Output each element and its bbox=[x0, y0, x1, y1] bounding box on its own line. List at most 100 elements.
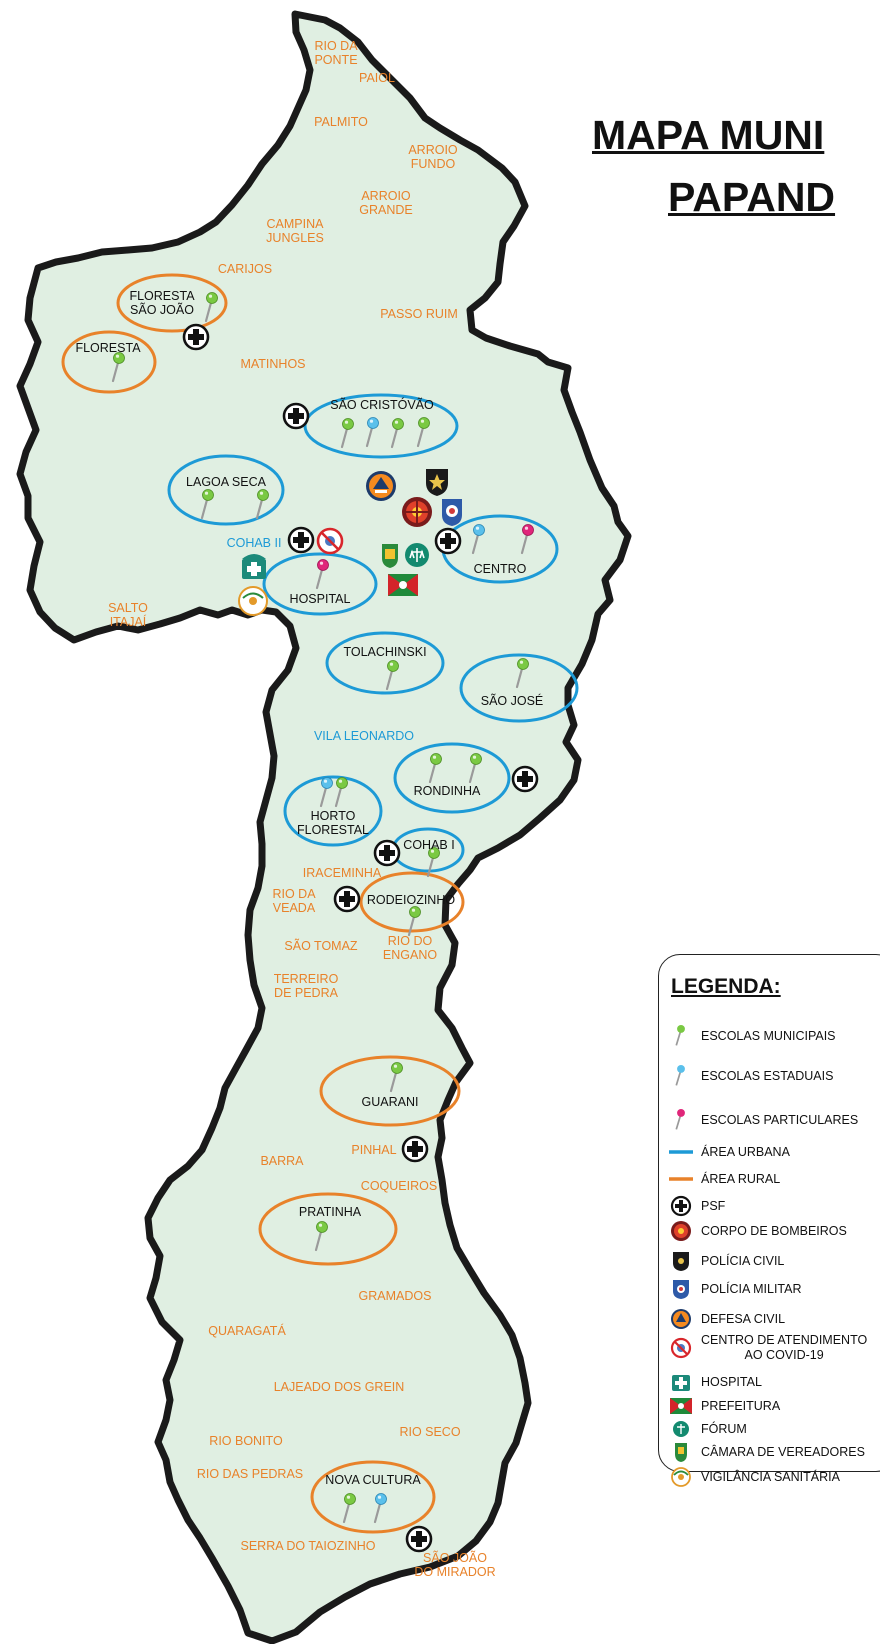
place-label-rio-da-ponte-line: PONTE bbox=[314, 53, 357, 67]
place-label-coqueiros: COQUEIROS bbox=[361, 1179, 437, 1193]
military-police-icon bbox=[669, 1278, 693, 1300]
place-label-matinhos-line: MATINHOS bbox=[240, 357, 305, 371]
orange-line-icon bbox=[669, 1168, 693, 1190]
psf-health-cross-icon bbox=[182, 323, 210, 351]
map-title-line-1: MAPA MUNI bbox=[592, 112, 825, 158]
map-title-line-2: PAPAND bbox=[668, 174, 836, 220]
area-label-tolachinski: TOLACHINSKI bbox=[343, 645, 426, 659]
fire-department-icon bbox=[669, 1220, 693, 1242]
legend-item-label: ESCOLAS ESTADUAIS bbox=[701, 1069, 833, 1084]
place-label-rio-da-veada-line: RIO DA bbox=[272, 887, 316, 901]
legend-item-label: VIGILÂNCIA SANITÁRIA bbox=[701, 1470, 840, 1485]
courthouse-icon bbox=[405, 543, 429, 567]
legend-item-label: CÂMARA DE VEREADORES bbox=[701, 1445, 865, 1460]
psf-health-cross-icon bbox=[373, 839, 401, 867]
place-label-terreiro-de-pedra-line: DE PEDRA bbox=[274, 986, 339, 1000]
legend-item-escolas-municipais: ESCOLAS MUNICIPAIS bbox=[669, 1025, 836, 1047]
legend-item-label-line: ESCOLAS PARTICULARES bbox=[701, 1112, 859, 1127]
area-label-guarani-line: GUARANI bbox=[362, 1095, 419, 1109]
place-label-cohab-ii: COHAB II bbox=[227, 536, 282, 550]
legend-item-area-rural: ÁREA RURAL bbox=[669, 1168, 780, 1190]
blue-line-icon bbox=[669, 1141, 693, 1163]
legend-item-label: HOSPITAL bbox=[701, 1375, 762, 1390]
place-label-campina-jungles-line: CAMPINA bbox=[267, 217, 325, 231]
legend-item-label: PSF bbox=[701, 1199, 725, 1214]
legend-item-label-line: VIGILÂNCIA SANITÁRIA bbox=[701, 1469, 840, 1484]
area-label-floresta-line: FLORESTA bbox=[75, 341, 141, 355]
place-label-palmito-line: PALMITO bbox=[314, 115, 368, 129]
area-label-hospital-line: HOSPITAL bbox=[290, 592, 351, 606]
area-label-lagoa-seca-line: LAGOA SECA bbox=[186, 475, 267, 489]
area-label-rondinha: RONDINHA bbox=[414, 784, 481, 798]
legend-item-forum: FÓRUM bbox=[669, 1418, 747, 1440]
area-label-nova-cultura: NOVA CULTURA bbox=[325, 1473, 421, 1487]
civil-defense-icon bbox=[669, 1308, 693, 1330]
legend-item-label: POLÍCIA CIVIL bbox=[701, 1254, 784, 1269]
green-pin-icon bbox=[669, 1025, 693, 1047]
area-label-sao-jose-line: SÃO JOSÉ bbox=[481, 693, 544, 708]
legend-item-label: POLÍCIA MILITAR bbox=[701, 1282, 802, 1297]
legend-item-camara: CÂMARA DE VEREADORES bbox=[669, 1441, 865, 1463]
legend-item-escolas-estaduais: ESCOLAS ESTADUAIS bbox=[669, 1065, 833, 1087]
place-label-terreiro-de-pedra-line: TERREIRO bbox=[274, 972, 339, 986]
area-outline-floresta bbox=[61, 330, 157, 394]
psf-health-cross-icon bbox=[287, 526, 315, 554]
place-label-quaragata: QUARAGATÁ bbox=[208, 1323, 286, 1338]
psf-health-cross-icon bbox=[434, 527, 462, 555]
area-label-rondinha-line: RONDINHA bbox=[414, 784, 481, 798]
health-cross-icon bbox=[669, 1195, 693, 1217]
legend-item-label-line: CENTRO DE ATENDIMENTO bbox=[701, 1333, 868, 1347]
area-label-sao-cristovao-line: SÃO CRISTÓVÃO bbox=[330, 397, 434, 412]
legend-item-label-line: ÁREA RURAL bbox=[701, 1171, 781, 1186]
place-label-vila-leonardo-line: VILA LEONARDO bbox=[314, 729, 414, 743]
place-label-arroio-grande-line: ARROIO bbox=[361, 189, 411, 203]
military-police-icon bbox=[442, 499, 462, 526]
legend-item-label-line: ESCOLAS MUNICIPAIS bbox=[701, 1028, 836, 1043]
area-label-floresta: FLORESTA bbox=[75, 341, 141, 355]
place-label-rio-bonito: RIO BONITO bbox=[209, 1434, 283, 1448]
area-label-horto-florestal-line: FLORESTAL bbox=[297, 823, 369, 837]
place-label-barra: BARRA bbox=[260, 1154, 304, 1168]
legend-item-label-line: CÂMARA DE VEREADORES bbox=[701, 1444, 865, 1459]
place-label-sao-joao-do-mirador-line: SÃO JOÃO bbox=[423, 1551, 487, 1565]
place-label-paiol-line: PAIOL bbox=[359, 71, 395, 85]
area-outline-nova-cultura bbox=[310, 1460, 436, 1534]
place-label-pinhal: PINHAL bbox=[351, 1143, 396, 1157]
place-label-salto-itajai-line: SALTO bbox=[108, 601, 148, 615]
legend-item-label: ÁREA URBANA bbox=[701, 1145, 790, 1160]
legend-item-policia-civil: POLÍCIA CIVIL bbox=[669, 1250, 784, 1272]
area-label-sao-cristovao: SÃO CRISTÓVÃO bbox=[330, 397, 434, 412]
area-outline-floresta-sao-joao bbox=[116, 273, 228, 333]
place-label-sao-tomaz-line: SÃO TOMAZ bbox=[284, 939, 358, 953]
legend-item-corpo-de-bombeiros: CORPO DE BOMBEIROS bbox=[669, 1220, 847, 1242]
area-label-sao-jose: SÃO JOSÉ bbox=[481, 693, 544, 708]
area-outline-horto-florestal bbox=[283, 775, 383, 847]
area-outline-hospital bbox=[262, 552, 378, 616]
area-label-nova-cultura-line: NOVA CULTURA bbox=[325, 1473, 421, 1487]
place-label-serra-do-taiozinho: SERRA DO TAIOZINHO bbox=[241, 1539, 376, 1553]
area-outline-guarani bbox=[319, 1055, 461, 1127]
place-label-sao-joao-do-mirador-line: DO MIRADOR bbox=[414, 1565, 495, 1579]
area-outline-pratinha bbox=[258, 1192, 398, 1266]
legend-item-label-line: PSF bbox=[701, 1198, 726, 1213]
area-label-tolachinski-line: TOLACHINSKI bbox=[343, 645, 426, 659]
place-label-lajeado-dos-grein: LAJEADO DOS GREIN bbox=[274, 1380, 405, 1394]
courthouse-icon bbox=[669, 1418, 693, 1440]
legend-item-label-line: PREFEITURA bbox=[701, 1398, 781, 1413]
legend-item-hospital: HOSPITAL bbox=[669, 1371, 762, 1393]
place-label-cohab-ii-line: COHAB II bbox=[227, 536, 282, 550]
legend-item-label-line: ÁREA URBANA bbox=[701, 1144, 790, 1159]
place-label-serra-do-taiozinho-line: SERRA DO TAIOZINHO bbox=[241, 1539, 376, 1553]
area-label-lagoa-seca: LAGOA SECA bbox=[186, 475, 267, 489]
legend-item-defesa-civil: DEFESA CIVIL bbox=[669, 1308, 785, 1330]
place-label-barra-line: BARRA bbox=[260, 1154, 304, 1168]
place-label-iraceminha-line: IRACEMINHA bbox=[303, 866, 382, 880]
